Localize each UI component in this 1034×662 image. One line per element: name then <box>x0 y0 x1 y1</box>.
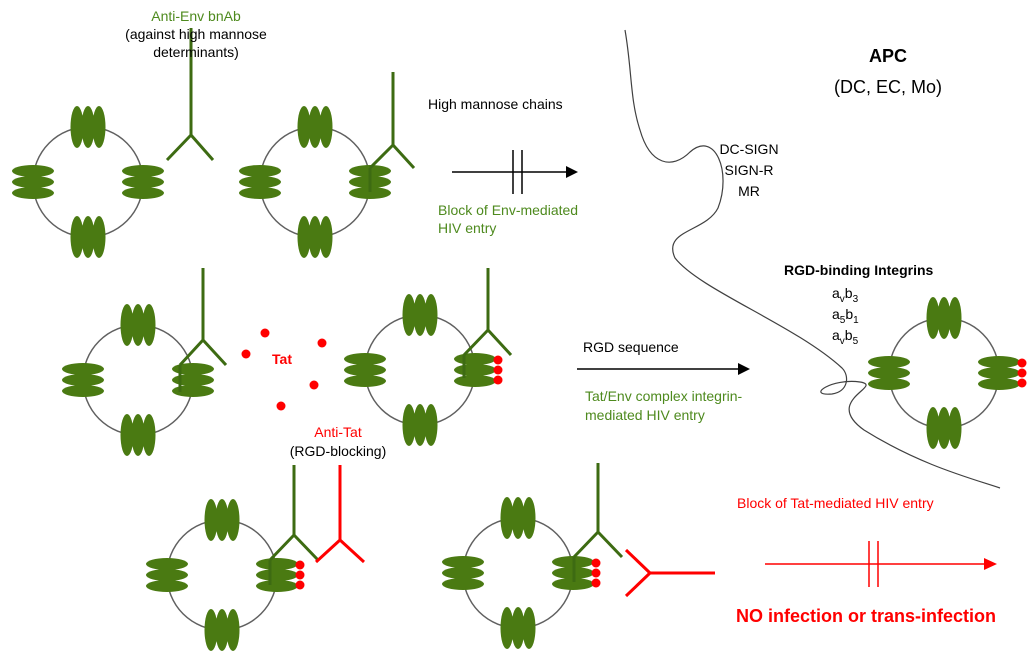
tat-env-complex-virion <box>343 268 513 447</box>
block-env-label-2: HIV entry <box>438 220 496 236</box>
receptor-mr: MR <box>738 183 760 199</box>
anti-tat-label: Anti-Tat <box>314 424 362 440</box>
antibody-title: Anti-Env bnAb <box>151 8 241 24</box>
tat-dot-icon <box>241 328 327 411</box>
apc-title: APC <box>869 46 907 66</box>
apc-membrane <box>624 29 1001 489</box>
blocked-arrow-icon <box>452 150 578 194</box>
antibody-bound-virion-top <box>238 72 416 259</box>
block-env-label-1: Block of Env-mediated <box>438 202 578 218</box>
virion-with-bnab-mid-left <box>61 268 228 457</box>
antibody-icon <box>314 465 366 564</box>
virion-bound-to-integrin <box>867 296 1027 450</box>
tat-label: Tat <box>272 351 292 367</box>
integrins-title: RGD-binding Integrins <box>784 262 934 278</box>
antibody-subtitle-1: (against high mannose <box>125 26 267 42</box>
receptor-dc-sign: DC-SIGN <box>719 141 778 157</box>
integrin-avb3: avb3 <box>832 285 859 305</box>
antibody-icon <box>165 28 215 162</box>
no-infection-label: NO infection or trans-infection <box>736 606 996 626</box>
anti-tat-sublabel: (RGD-blocking) <box>290 443 386 459</box>
antibody-subtitle-2: determinants) <box>153 44 239 60</box>
arrow-icon <box>577 363 750 375</box>
rgd-sequence-label: RGD sequence <box>583 339 679 355</box>
free-virion-top-left <box>11 105 165 259</box>
receptor-sign-r: SIGN-R <box>725 162 774 178</box>
tat-env-entry-label-2: mediated HIV entry <box>585 407 705 423</box>
virion-fully-blocked <box>441 463 715 650</box>
virion-bnab-and-anti-tat <box>145 465 366 652</box>
blocked-arrow-icon <box>765 541 997 587</box>
block-tat-label: Block of Tat-mediated HIV entry <box>737 495 934 511</box>
integrin-avb5: avb5 <box>832 327 859 347</box>
apc-subtitle: (DC, EC, Mo) <box>834 77 942 97</box>
high-mannose-label: High mannose chains <box>428 96 563 112</box>
tat-env-entry-label-1: Tat/Env complex integrin- <box>585 388 743 404</box>
integrin-a5b1: a5b1 <box>832 306 859 326</box>
